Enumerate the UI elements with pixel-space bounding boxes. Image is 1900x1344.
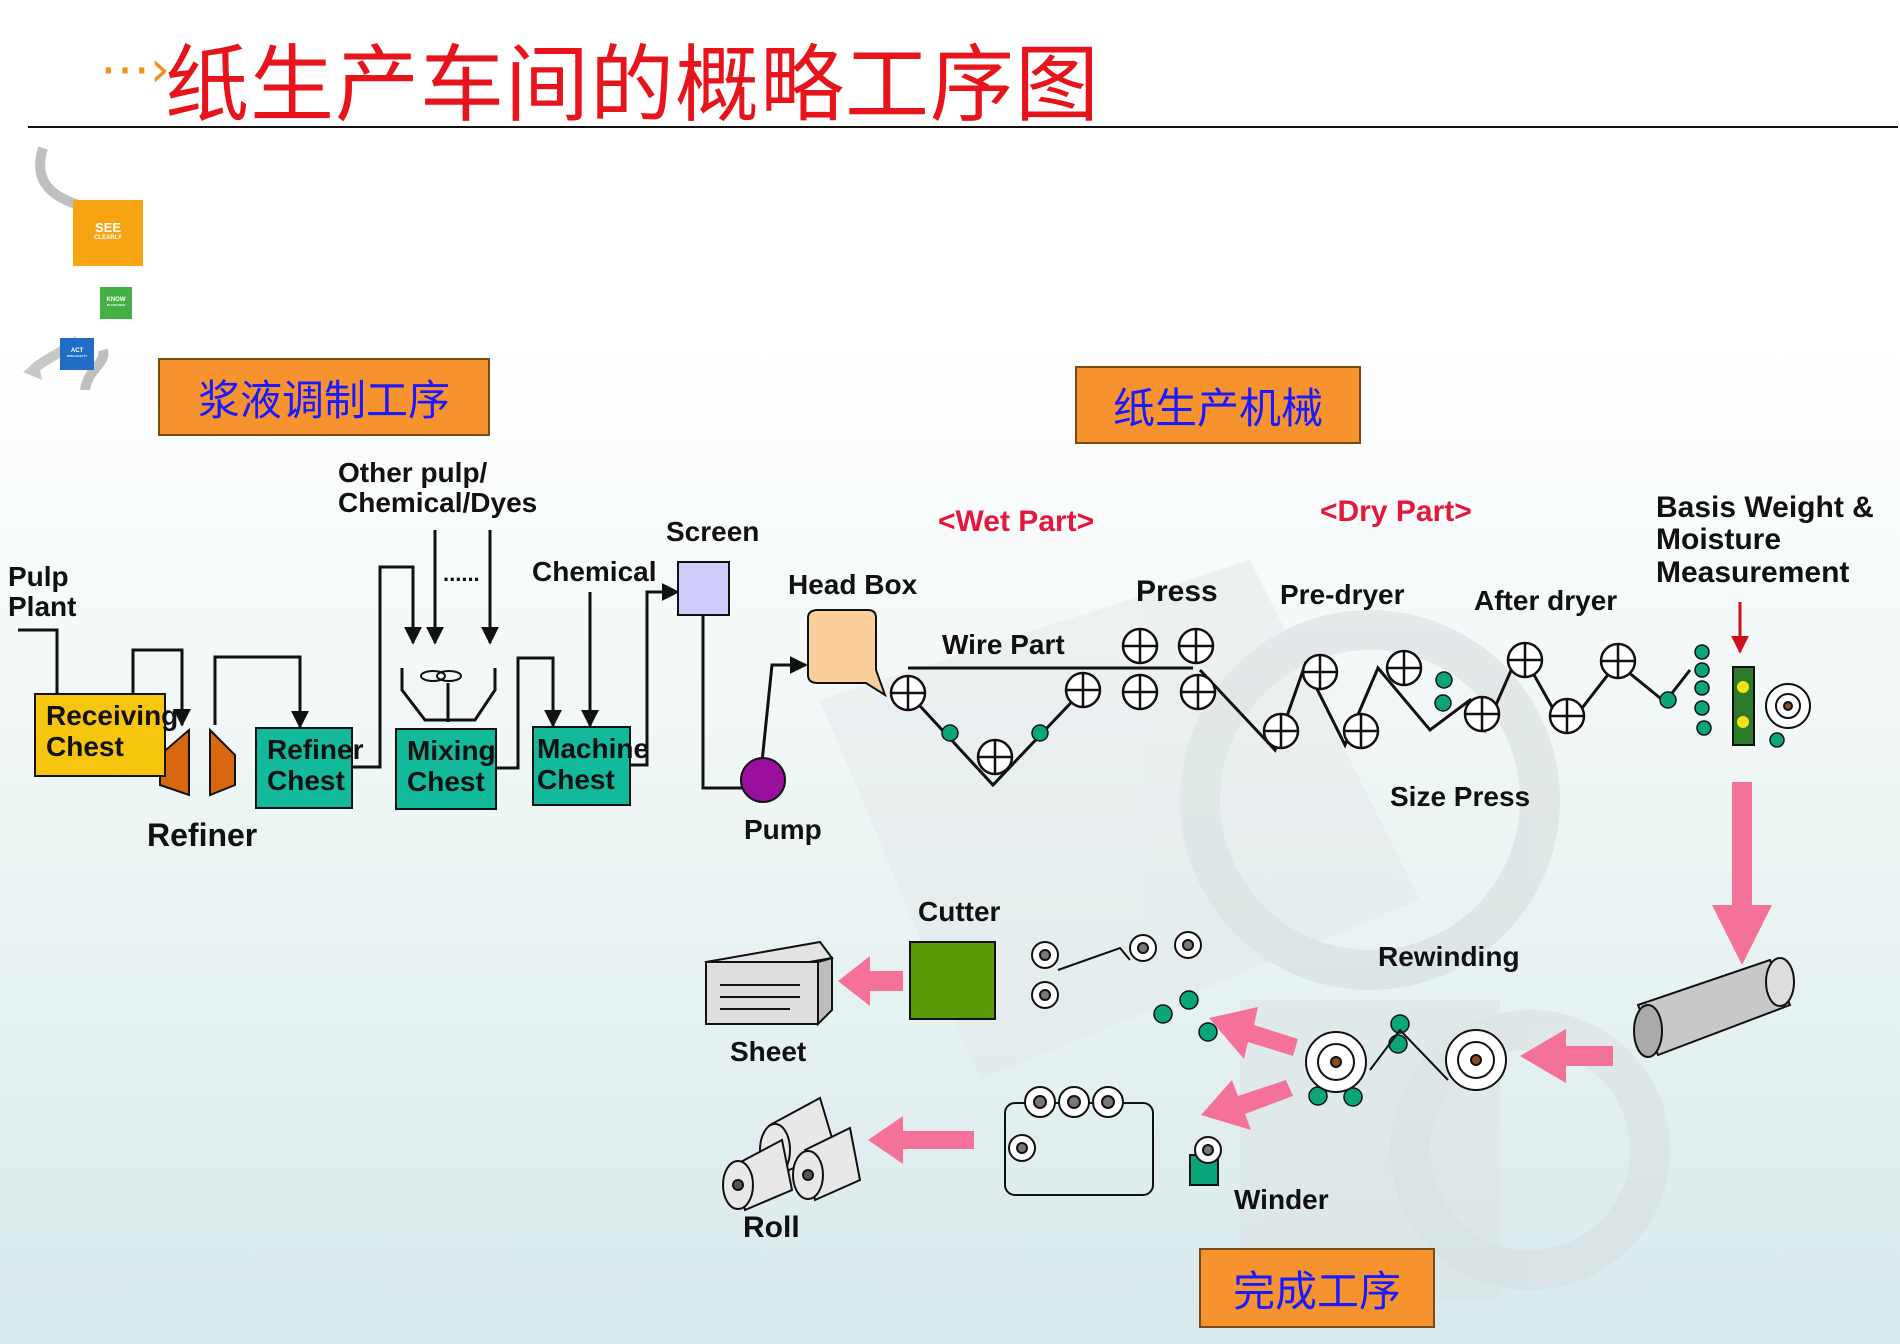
jumbo-roll bbox=[1633, 957, 1795, 1058]
roll-label: Roll bbox=[743, 1211, 800, 1244]
logo-see-subtext: CLEARLY bbox=[94, 235, 122, 241]
logo-act: ACT WITH AGILITY bbox=[60, 338, 94, 370]
connector-receiving-refiner bbox=[131, 648, 191, 727]
dryer-roller-5 bbox=[1463, 695, 1501, 733]
receiving-chest: Receiving Chest bbox=[34, 693, 178, 777]
sheet-label: Sheet bbox=[730, 1036, 807, 1067]
dryer-roller-1 bbox=[1262, 712, 1300, 750]
green-rollers bbox=[941, 644, 1785, 1107]
press-roller-4 bbox=[1179, 673, 1217, 711]
dryer-roller-7 bbox=[1548, 697, 1586, 735]
rewinding-rolls bbox=[1305, 1028, 1507, 1093]
pre-dryer-label: Pre-dryer bbox=[1280, 579, 1405, 610]
connector-pulp-plant bbox=[18, 628, 66, 714]
pink-arrow-to-sheet bbox=[838, 956, 903, 1006]
connector-screen-pump bbox=[701, 615, 742, 790]
logo-see: SEE CLEARLY bbox=[73, 200, 143, 266]
mixing-agitator bbox=[400, 668, 497, 722]
page-title: 纸生产车间的概略工序图 bbox=[165, 36, 1101, 134]
press-roller-2 bbox=[1177, 627, 1215, 665]
title-arrow-icon: ⋯› bbox=[100, 40, 170, 98]
dryer-roller-4 bbox=[1385, 649, 1423, 687]
size-press-label: Size Press bbox=[1390, 781, 1531, 812]
press-roller-3 bbox=[1121, 673, 1159, 711]
pulp-plant-label: Pulp Plant bbox=[8, 561, 77, 623]
title-divider bbox=[28, 126, 1898, 128]
dryer-roller-3 bbox=[1342, 712, 1380, 750]
logo-act-subtext: WITH AGILITY bbox=[66, 354, 88, 358]
after-dryer-label: After dryer bbox=[1474, 585, 1618, 616]
connector-mixing-machine bbox=[497, 656, 562, 770]
section-paper-machine: 纸生产机械 bbox=[1075, 366, 1361, 444]
receiving-chest-label: Receiving Chest bbox=[46, 700, 179, 762]
machine-chest-label: Machine Chest bbox=[537, 733, 650, 795]
mixing-chest-label: Mixing Chest bbox=[407, 735, 496, 797]
pink-arrow-to-winder bbox=[1201, 1080, 1293, 1130]
dryer-roller-8 bbox=[1599, 642, 1637, 680]
wire-roller-2 bbox=[1064, 671, 1102, 709]
pink-arrow-to-roll bbox=[868, 1116, 974, 1164]
wet-part-label: <Wet Part> bbox=[938, 505, 1095, 538]
wire-part-loop bbox=[906, 688, 1085, 788]
dryer-roller-2 bbox=[1301, 653, 1339, 691]
pump-label: Pump bbox=[744, 814, 822, 845]
chemical-label: Chemical bbox=[532, 556, 657, 587]
mixing-chest: Mixing Chest bbox=[395, 728, 497, 810]
connector-refiner-chest bbox=[213, 655, 309, 729]
winder-label: Winder bbox=[1234, 1184, 1329, 1215]
connector-pump-headbox bbox=[760, 656, 808, 763]
logo-see-text: SEE bbox=[94, 220, 121, 235]
finished-rolls bbox=[722, 1096, 862, 1212]
press-roller-1 bbox=[1121, 627, 1159, 665]
refiner-label: Refiner bbox=[147, 817, 258, 853]
machine-chest: Machine Chest bbox=[532, 726, 649, 806]
sheet-stack bbox=[704, 940, 834, 1027]
dots-label: ...... bbox=[443, 561, 480, 586]
logo-know-subtext: IN ADVANCE bbox=[106, 303, 126, 307]
logo-know: KNOW IN ADVANCE bbox=[100, 287, 132, 319]
pink-arrow-to-rewinding bbox=[1520, 1029, 1613, 1083]
connector-refiner-mixing bbox=[353, 565, 422, 769]
cutter-label: Cutter bbox=[918, 896, 1001, 927]
refiner-chest: Refiner Chest bbox=[255, 727, 363, 809]
plus-rollers bbox=[889, 627, 1637, 776]
section-pulp-prep: 浆液调制工序 bbox=[158, 358, 490, 436]
wire-roller-3 bbox=[976, 738, 1014, 776]
basis-weight-label: Basis Weight & Moisture Measurement bbox=[1656, 491, 1874, 589]
cutter-box bbox=[909, 941, 996, 1020]
press-label: Press bbox=[1136, 575, 1218, 608]
pink-arrow-down bbox=[1712, 782, 1772, 965]
connector-machine-screen bbox=[631, 583, 680, 767]
logo-act-text: ACT bbox=[70, 348, 84, 354]
wire-part-label: Wire Part bbox=[942, 629, 1065, 660]
rewinding-label: Rewinding bbox=[1378, 941, 1520, 972]
mixer-blade-right bbox=[436, 670, 462, 682]
measurement-gauge bbox=[1732, 666, 1755, 746]
screen-label: Screen bbox=[666, 516, 760, 547]
screen-box bbox=[677, 561, 730, 616]
cutter-rolls bbox=[1031, 931, 1202, 1009]
pink-arrow-to-cutter bbox=[1209, 1007, 1298, 1059]
other-pulp-label: Other pulp/ Chemical/Dyes bbox=[338, 457, 538, 519]
head-box-label: Head Box bbox=[788, 569, 918, 600]
dryer-roller-6 bbox=[1506, 641, 1544, 679]
refiner-right-disc bbox=[209, 727, 236, 797]
section-finishing: 完成工序 bbox=[1199, 1248, 1435, 1328]
winder-rolls bbox=[1008, 1086, 1222, 1186]
pump-circle bbox=[740, 757, 786, 803]
wire-roller-1 bbox=[889, 674, 927, 712]
pink-flow-arrows bbox=[838, 782, 1772, 1164]
refiner-chest-label: Refiner Chest bbox=[267, 734, 364, 796]
reel-roll-end bbox=[1765, 683, 1811, 729]
dry-part-label: <Dry Part> bbox=[1320, 495, 1472, 528]
logo-know-text: KNOW bbox=[106, 297, 126, 303]
mixer-blade-left bbox=[420, 670, 446, 682]
head-box-shape bbox=[807, 609, 887, 698]
